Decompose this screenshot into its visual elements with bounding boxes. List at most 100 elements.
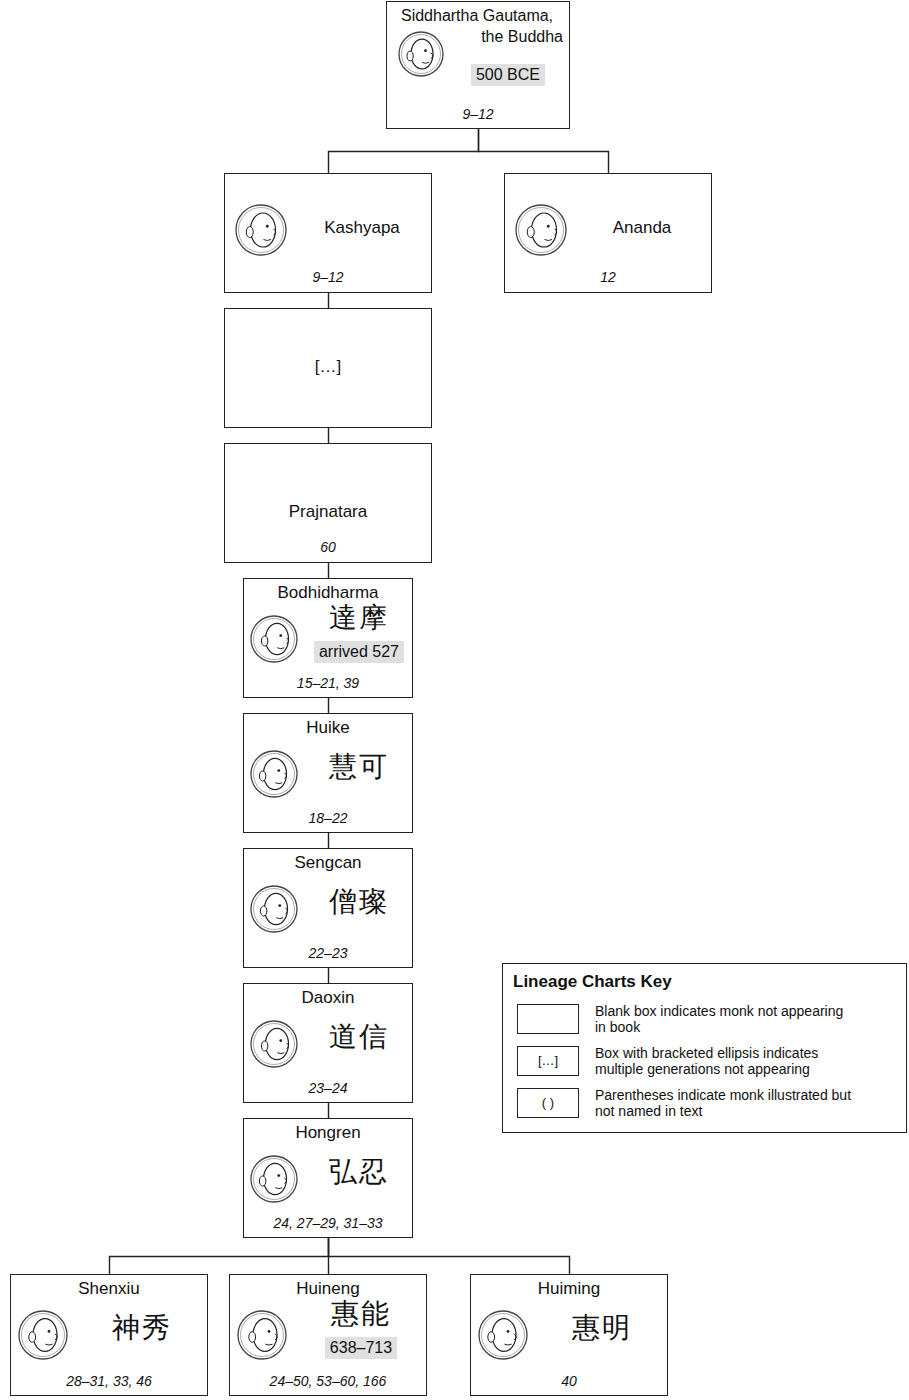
monk-name: Huineng — [296, 1279, 359, 1299]
monk-name: Bodhidharma — [277, 583, 378, 603]
lineage-box: Kashyapa 9–12 — [224, 173, 432, 293]
lineage-box: […] — [224, 308, 432, 428]
text-slot: 60 — [225, 538, 431, 556]
lineage-box: Huiming惠明40 — [470, 1274, 668, 1396]
chinese-name: 道信 — [329, 1022, 389, 1052]
legend-text: Box with bracketed ellipsis indicates mu… — [595, 1045, 854, 1077]
portrait-frame-inner — [482, 1314, 525, 1357]
legend-text: Parentheses indicate monk illustrated bu… — [595, 1087, 854, 1119]
portrait-frame — [251, 886, 297, 932]
portrait-ear — [29, 1332, 36, 1343]
page-numbers: 9–12 — [462, 106, 493, 123]
portrait-mouth — [277, 1052, 284, 1054]
text-slot: 500 BCE — [457, 64, 559, 86]
legend-sample-text: […] — [538, 1047, 558, 1075]
portrait-head — [251, 213, 276, 247]
portrait-eye — [507, 1330, 510, 1333]
page-numbers: 24, 27–29, 31–33 — [274, 1215, 383, 1232]
legend-sample-box: ( ) — [517, 1088, 579, 1118]
text-slot: 道信 — [310, 1022, 408, 1052]
lineage-box: Sengcan僧璨22–23 — [243, 848, 413, 968]
lineage-box: Huineng惠能638–71324–50, 53–60, 166 — [229, 1274, 427, 1396]
portrait-nose — [285, 1178, 287, 1184]
text-slot: 9–12 — [387, 105, 569, 123]
monk-name: Huike — [306, 718, 349, 738]
portrait-ear — [527, 227, 534, 238]
portrait-eye — [277, 769, 280, 772]
portrait-ear — [259, 771, 265, 781]
portrait-frame — [251, 616, 297, 662]
portrait-eye — [547, 225, 550, 228]
portrait-ear — [488, 1332, 495, 1343]
portrait-frame — [251, 1021, 297, 1067]
portrait-frame-inner — [402, 35, 441, 74]
portrait-ear — [261, 636, 267, 646]
lineage-box: Shenxiu神秀28–31, 33, 46 — [10, 1274, 208, 1396]
chinese-name: 弘忍 — [329, 1157, 389, 1187]
text-slot: 40 — [471, 1372, 667, 1390]
page-numbers: 28–31, 33, 46 — [66, 1373, 152, 1390]
lineage-box: Daoxin道信23–24 — [243, 983, 413, 1103]
lineage-connector — [328, 428, 329, 443]
portrait-mouth — [276, 917, 283, 919]
legend-text: Blank box indicates monk not appearing i… — [595, 1003, 854, 1035]
portrait-nose — [274, 229, 276, 235]
monk-name: Hongren — [295, 1123, 360, 1143]
page-numbers: 40 — [561, 1373, 577, 1390]
legend-row: Blank box indicates monk not appearing i… — [503, 1002, 906, 1036]
portrait-nose — [275, 1334, 277, 1340]
portrait-ear — [246, 227, 253, 238]
portrait-frame — [251, 751, 297, 797]
portrait-head — [253, 1319, 277, 1352]
lineage-connector — [329, 129, 479, 173]
portrait-eye — [279, 634, 282, 637]
portrait-head — [266, 623, 289, 654]
portrait-mouth — [264, 240, 272, 241]
portrait-head — [33, 1319, 57, 1352]
date-badge: 500 BCE — [471, 64, 545, 86]
portrait-frame — [399, 32, 443, 76]
text-slot: 達摩 — [310, 603, 408, 633]
portrait-eye — [277, 1174, 280, 1177]
portrait-head — [532, 213, 557, 247]
text-slot: Huineng — [230, 1279, 426, 1299]
portrait-ear — [259, 1176, 265, 1186]
page-numbers: 15–21, 39 — [297, 675, 359, 692]
text-slot: Kashyapa — [297, 218, 427, 238]
text-slot: 24–50, 53–60, 166 — [230, 1372, 426, 1390]
monk-name: […] — [315, 357, 341, 377]
chinese-name: 達摩 — [329, 603, 389, 633]
text-slot: 惠明 — [541, 1313, 663, 1343]
page-numbers: 9–12 — [312, 269, 343, 286]
portrait-frame — [251, 1156, 297, 1202]
text-slot: 惠能 — [300, 1299, 422, 1329]
portrait-frame — [19, 1311, 67, 1359]
chinese-name: 慧可 — [329, 752, 389, 782]
monk-name: Ananda — [613, 218, 672, 238]
page-numbers: 12 — [600, 269, 616, 286]
text-slot: 弘忍 — [310, 1157, 408, 1187]
portrait-nose — [555, 229, 557, 235]
portrait-ear — [260, 906, 266, 916]
text-slot: 9–12 — [225, 268, 431, 286]
portrait-eye — [266, 225, 269, 228]
legend-sample-box: […] — [517, 1046, 579, 1076]
portrait-frame-inner — [22, 1314, 65, 1357]
portrait-ear — [249, 1332, 256, 1343]
legend-box: Lineage Charts KeyBlank box indicates mo… — [502, 963, 907, 1133]
portrait-frame-inner — [254, 1024, 295, 1065]
portrait-frame — [516, 205, 566, 255]
portrait-head — [266, 1028, 289, 1059]
lineage-connector — [328, 968, 329, 983]
portrait-mouth — [422, 62, 429, 64]
portrait-nose — [286, 908, 288, 914]
lineage-connector — [328, 563, 329, 578]
portrait-mouth — [504, 1344, 511, 1346]
page-numbers: 18–22 — [309, 810, 348, 827]
portrait-frame-inner — [519, 208, 564, 253]
portrait-mouth — [45, 1344, 52, 1346]
lineage-connector — [479, 129, 609, 173]
portrait-nose — [55, 1334, 57, 1340]
